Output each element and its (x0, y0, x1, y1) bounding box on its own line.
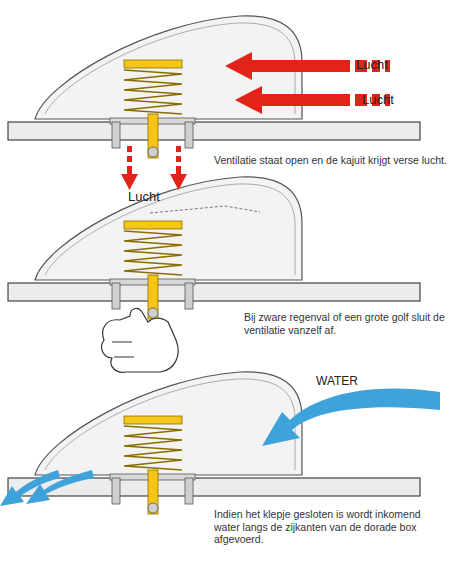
air-label: Lucht (128, 189, 188, 205)
water-label: WATER (316, 374, 386, 388)
air-label: Lucht (362, 92, 422, 108)
air-label: Lucht (356, 57, 416, 73)
caption-note: Indien het klepje gesloten is wordt inko… (214, 508, 449, 546)
caption-note: Ventilatie staat open en de kajuit krijg… (214, 154, 449, 167)
caption-note: Bij zware regenval of een grote golf slu… (244, 311, 449, 336)
